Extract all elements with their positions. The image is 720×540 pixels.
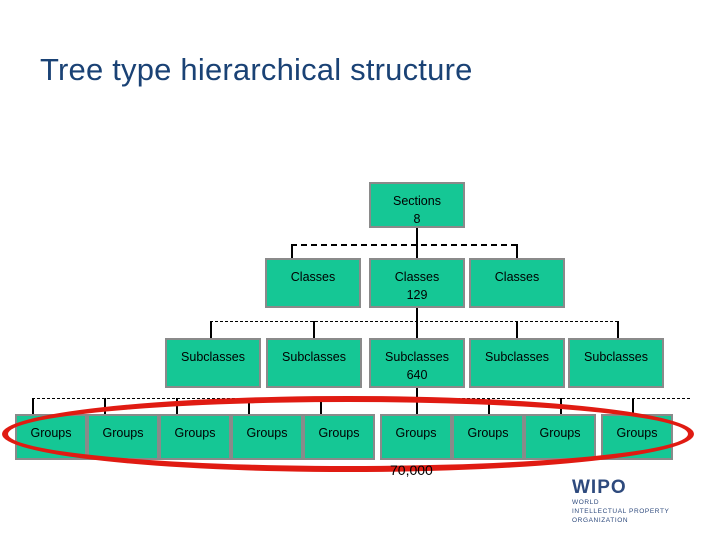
node-count: 8 (413, 212, 421, 227)
wipo-subtitle-line-2: INTELLECTUAL PROPERTY (572, 507, 670, 515)
node-groups-8[interactable]: Groups (524, 414, 596, 460)
connector-classes-drop-1 (291, 244, 293, 258)
node-label: Subclasses (282, 350, 346, 364)
node-classes-3[interactable]: Classes (469, 258, 565, 308)
node-subclasses-1[interactable]: Subclasses (165, 338, 261, 388)
node-classes-1[interactable]: Classes (265, 258, 361, 308)
connector-groups-drop-5 (320, 398, 322, 414)
connector-subclasses-drop-5 (617, 321, 619, 338)
node-groups-2[interactable]: Groups (87, 414, 159, 460)
node-label: Subclasses (385, 350, 449, 364)
node-count: 129 (406, 288, 428, 303)
node-subclasses-5[interactable]: Subclasses (568, 338, 664, 388)
node-subclasses-4[interactable]: Subclasses (469, 338, 565, 388)
node-label: Groups (318, 426, 360, 440)
node-label: Groups (539, 426, 581, 440)
connector-groups-drop-1 (32, 398, 34, 414)
node-groups-1[interactable]: Groups (15, 414, 87, 460)
node-label: Classes (290, 270, 336, 284)
connector-subclasses-stem (416, 388, 418, 398)
groups-total-label: 70,000 (390, 462, 433, 478)
node-groups-5[interactable]: Groups (303, 414, 375, 460)
connector-groups-bus (32, 398, 690, 399)
node-groups-9[interactable]: Groups (601, 414, 673, 460)
connector-classes-drop-2 (416, 244, 418, 258)
wipo-subtitle-line-1: WORLD (572, 499, 600, 506)
connector-sections-stem (416, 228, 418, 244)
connector-classes-bus (291, 244, 517, 246)
wipo-wordmark: WIPO (572, 477, 627, 498)
node-groups-6[interactable]: Groups (380, 414, 452, 460)
connector-classes-drop-3 (516, 244, 518, 258)
node-groups-4[interactable]: Groups (231, 414, 303, 460)
node-subclasses-3[interactable]: Subclasses 640 (369, 338, 465, 388)
wipo-subtitle-line-3: ORGANIZATION (572, 516, 629, 524)
wipo-logo: WIPO WORLD INTELLECTUAL PROPERTY ORGANIZ… (572, 478, 669, 525)
node-groups-3[interactable]: Groups (159, 414, 231, 460)
node-label: Groups (30, 426, 72, 440)
connector-classes-stem (416, 308, 418, 321)
connector-groups-drop-8 (560, 398, 562, 414)
node-label: Groups (174, 426, 216, 440)
node-label: Groups (246, 426, 288, 440)
connector-groups-drop-7 (488, 398, 490, 414)
node-label: Subclasses (584, 350, 648, 364)
node-groups-7[interactable]: Groups (452, 414, 524, 460)
node-label: Classes (494, 270, 540, 284)
connector-groups-drop-4 (248, 398, 250, 414)
connector-subclasses-drop-4 (516, 321, 518, 338)
node-label: Groups (616, 426, 658, 440)
node-classes-2[interactable]: Classes 129 (369, 258, 465, 308)
node-count: 640 (406, 368, 428, 383)
connector-subclasses-drop-1 (210, 321, 212, 338)
node-label: Groups (102, 426, 144, 440)
node-label: Subclasses (181, 350, 245, 364)
connector-subclasses-bus (210, 321, 618, 322)
connector-groups-drop-9 (632, 398, 634, 414)
node-sections-1[interactable]: Sections 8 (369, 182, 465, 228)
connector-subclasses-drop-3 (416, 321, 418, 338)
connector-subclasses-drop-2 (313, 321, 315, 338)
node-label: Groups (395, 426, 437, 440)
node-subclasses-2[interactable]: Subclasses (266, 338, 362, 388)
node-label: Groups (467, 426, 509, 440)
connector-groups-drop-2 (104, 398, 106, 414)
page-title: Tree type hierarchical structure (40, 52, 473, 87)
node-label: Sections (393, 194, 441, 208)
node-label: Subclasses (485, 350, 549, 364)
node-label: Classes (394, 270, 440, 284)
connector-groups-drop-6 (416, 398, 418, 414)
connector-groups-drop-3 (176, 398, 178, 414)
